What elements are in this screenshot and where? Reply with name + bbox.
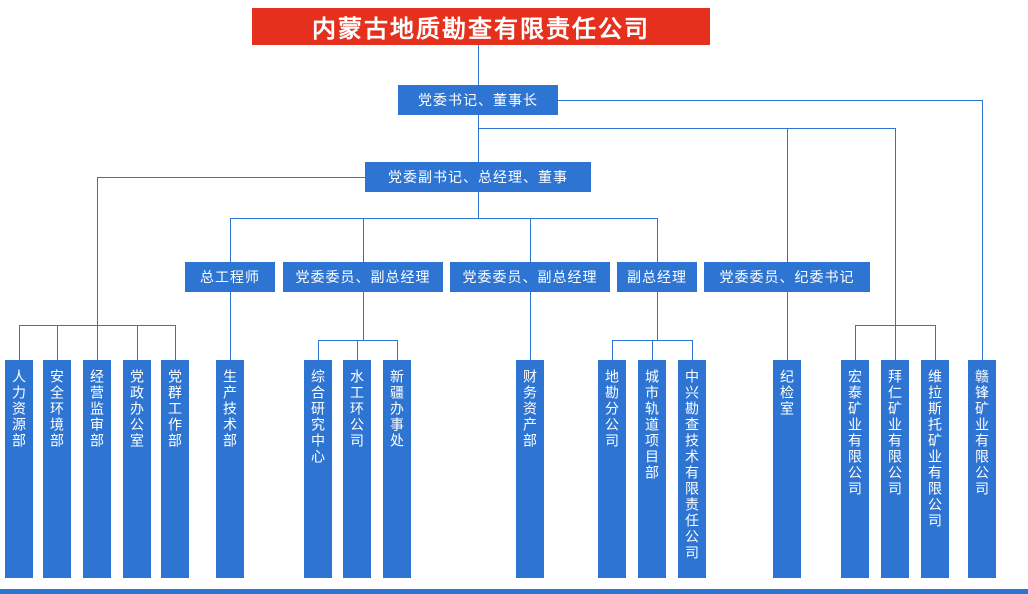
connector-line (935, 325, 936, 360)
org-node-deputy-gm-3: 副总经理 (617, 262, 697, 292)
connector-line (97, 177, 98, 325)
company-title-banner: 内蒙古地质勘查有限责任公司 (252, 8, 710, 45)
connector-line (230, 292, 231, 360)
org-node-safety-environment-department: 安全环境部 (43, 360, 71, 578)
connector-line (175, 325, 176, 360)
connector-line (478, 192, 479, 218)
connector-line (612, 340, 692, 341)
connector-line (787, 292, 788, 360)
org-node-finance-assets-department: 财务资产部 (516, 360, 544, 578)
connector-line (895, 325, 896, 360)
connector-line (657, 292, 658, 340)
connector-line (230, 218, 657, 219)
connector-line (787, 128, 788, 262)
connector-line (895, 128, 896, 325)
org-node-xinjiang-office: 新疆办事处 (383, 360, 411, 578)
connector-line (19, 325, 175, 326)
org-node-urban-rail-project-dept: 城市轨道项目部 (638, 360, 666, 578)
connector-line (692, 340, 693, 360)
connector-line (652, 340, 653, 360)
connector-line (982, 100, 983, 360)
connector-line (612, 340, 613, 360)
connector-line (19, 325, 20, 360)
connector-line (318, 340, 397, 341)
org-node-discipline-inspection-office: 纪检室 (773, 360, 801, 578)
org-node-research-center: 综合研究中心 (304, 360, 332, 578)
org-node-chairman: 党委书记、董事长 (398, 85, 558, 115)
org-node-hr-department: 人力资源部 (5, 360, 33, 578)
connector-line (558, 100, 982, 101)
org-node-weilasituo-mining: 维拉斯托矿业有限公司 (921, 360, 949, 578)
connector-line (657, 218, 658, 262)
org-node-deputy-gm-2: 党委委员、副总经理 (450, 262, 610, 292)
org-node-discipline-secretary: 党委委员、纪委书记 (704, 262, 870, 292)
connector-line (57, 325, 58, 360)
org-node-chief-engineer: 总工程师 (185, 262, 275, 292)
org-node-party-admin-office: 党政办公室 (123, 360, 151, 578)
org-node-bairen-mining: 拜仁矿业有限公司 (881, 360, 909, 578)
org-node-operation-audit-department: 经营监审部 (83, 360, 111, 578)
connector-line (478, 45, 479, 85)
connector-line (478, 128, 895, 129)
org-node-hongtai-mining: 宏泰矿业有限公司 (841, 360, 869, 578)
connector-line (855, 325, 856, 360)
org-node-ganfeng-mining: 赣锋矿业有限公司 (968, 360, 996, 578)
connector-line (363, 292, 364, 340)
org-node-production-tech-department: 生产技术部 (216, 360, 244, 578)
connector-line (97, 177, 365, 178)
connector-line (318, 340, 319, 360)
org-node-party-masses-department: 党群工作部 (161, 360, 189, 578)
bottom-cutoff-strip (0, 589, 1028, 594)
connector-line (478, 115, 479, 162)
connector-line (97, 325, 98, 360)
connector-line (230, 218, 231, 262)
org-node-hydro-env-company: 水工环公司 (343, 360, 371, 578)
connector-line (855, 325, 935, 326)
connector-line (530, 292, 531, 360)
connector-line (357, 340, 358, 360)
connector-line (137, 325, 138, 360)
org-node-zhongxing-exploration-company: 中兴勘查技术有限责任公司 (678, 360, 706, 578)
org-node-general-manager: 党委副书记、总经理、董事 (365, 162, 591, 192)
connector-line (363, 218, 364, 262)
org-node-deputy-gm-1: 党委委员、副总经理 (283, 262, 443, 292)
connector-line (530, 218, 531, 262)
org-node-geo-exploration-branch: 地勘分公司 (598, 360, 626, 578)
connector-line (397, 340, 398, 360)
